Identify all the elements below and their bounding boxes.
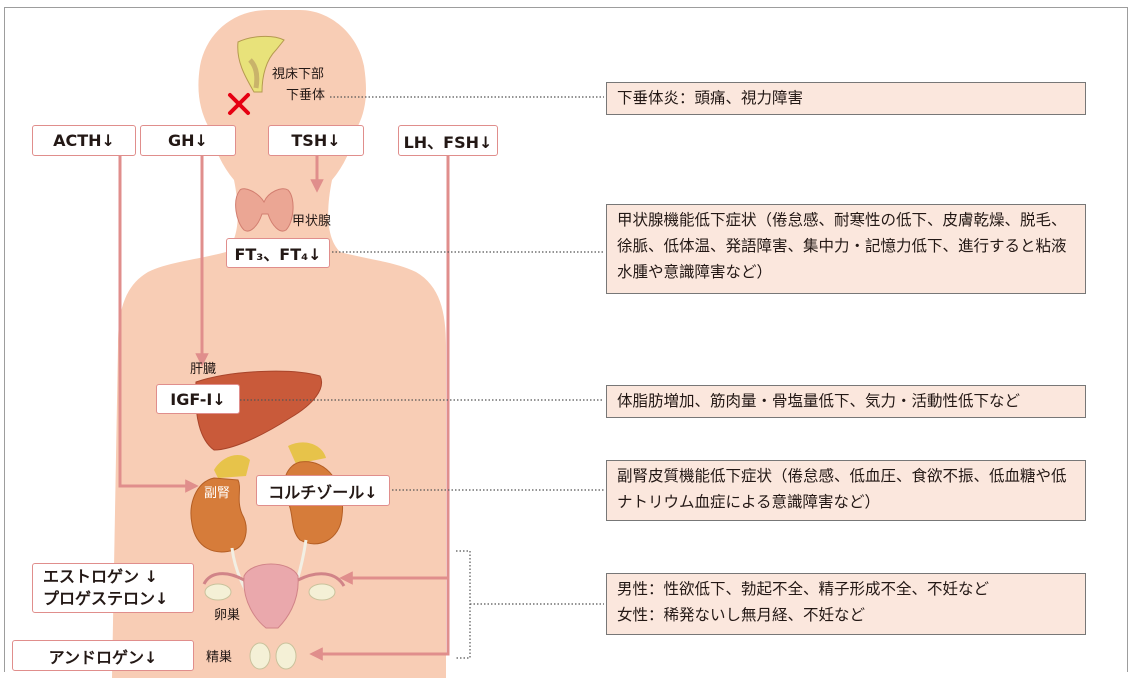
ovary-left: [205, 584, 231, 600]
symptom-gonad: 男性：性欲低下、勃起不全、精子形成不全、不妊など 女性：稀発ないし無月経、不妊な…: [606, 573, 1086, 635]
testis-right: [276, 643, 296, 669]
symptom-gh: 体脂肪増加、筋肉量・骨塩量低下、気力・活動性低下など: [606, 385, 1086, 418]
symptom-gonad-male: 男性：性欲低下、勃起不全、精子形成不全、不妊など: [617, 576, 1075, 602]
estrogen-progesterone-box: エストロゲン ↓ プロゲステロン↓: [32, 563, 194, 613]
symptom-thyroid: 甲状腺機能低下症状（倦怠感、耐寒性の低下、皮膚乾燥、脱毛、徐脈、低体温、発語障害…: [606, 204, 1086, 294]
lh-fsh-box: LH、FSH↓: [398, 125, 498, 156]
acth-box: ACTH↓: [32, 125, 136, 156]
liver-label: 肝臓: [190, 358, 216, 377]
progesterone-label: プロゲステロン↓: [43, 588, 168, 610]
symptom-gonad-female: 女性：稀発ないし無月経、不妊など: [617, 602, 1075, 628]
symptom-pituitary: 下垂体炎：頭痛、視力障害: [606, 82, 1086, 115]
androgen-box: アンドロゲン↓: [12, 640, 194, 671]
tsh-box: TSH↓: [268, 125, 364, 156]
hypothalamus-label: 視床下部: [272, 63, 324, 82]
ft-box: FT₃、FT₄↓: [226, 238, 330, 268]
estrogen-label: エストロゲン ↓: [43, 566, 158, 588]
ovary-label: 卵巣: [214, 604, 240, 623]
testis-left: [250, 643, 270, 669]
gh-box: GH↓: [140, 125, 236, 156]
adrenal-label: 副腎: [204, 482, 230, 501]
symptom-adrenal: 副腎皮質機能低下症状（倦怠感、低血圧、食欲不振、低血糖や低ナトリウム血症による意…: [606, 460, 1086, 521]
testis-label: 精巣: [206, 646, 232, 665]
thyroid-label: 甲状腺: [292, 210, 331, 229]
ovary-right: [309, 584, 335, 600]
igf-box: IGF-I↓: [156, 384, 240, 414]
pituitary-label: 下垂体: [286, 84, 325, 103]
leader-gonad: [456, 551, 604, 658]
cortisol-box: コルチゾール↓: [256, 475, 390, 506]
